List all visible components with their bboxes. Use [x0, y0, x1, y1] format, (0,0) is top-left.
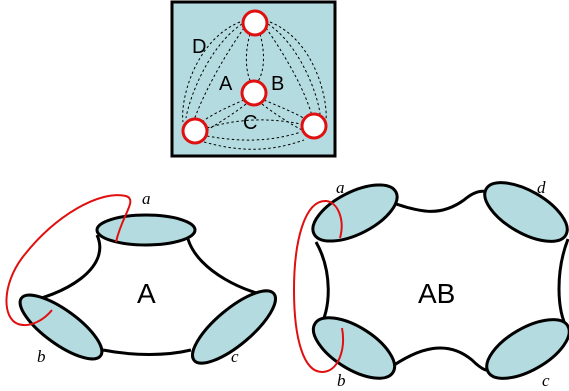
right-label-c: c	[542, 371, 550, 390]
left-surface: A a b c	[5, 189, 277, 366]
region-label-c: C	[243, 112, 257, 134]
right-boundary-bottom-left	[311, 316, 397, 380]
edge-top-left-2	[185, 23, 243, 119]
vertex-center	[240, 79, 268, 107]
vertex-bottom-right	[300, 112, 328, 140]
edge-top-right-2	[267, 23, 321, 115]
left-red-curve	[5, 194, 132, 326]
edge-top-center-2	[255, 33, 264, 85]
right-boundary-top-left	[311, 183, 399, 243]
edge-top-center-1	[245, 33, 253, 85]
right-surface: AB a d b c	[292, 178, 569, 390]
inset-vertices	[181, 9, 328, 145]
inset-dashed-edges	[182, 21, 327, 150]
edge-top-left-1	[193, 27, 245, 121]
right-red-curve	[292, 199, 344, 374]
left-boundary-right	[191, 289, 277, 365]
edge-bottom-2	[206, 131, 302, 141]
right-center-label: AB	[418, 278, 455, 309]
right-surface-body	[314, 189, 569, 373]
region-label-d: D	[192, 36, 206, 58]
inset-region-labels: D A B C	[192, 36, 284, 134]
region-label-b: B	[271, 73, 284, 95]
left-label-b: b	[37, 347, 46, 366]
edge-center-left-2	[203, 103, 247, 133]
edge-center-right-1	[263, 99, 307, 121]
right-label-b: b	[337, 371, 346, 390]
left-label-c: c	[231, 347, 239, 366]
edge-top-left-3	[182, 21, 241, 123]
edge-center-left-1	[199, 99, 245, 125]
edge-top-right-3	[269, 21, 327, 121]
region-label-a: A	[219, 73, 233, 95]
edge-bottom-3	[203, 139, 305, 150]
left-center-label: A	[137, 278, 156, 309]
vertex-bottom-left	[181, 117, 209, 145]
left-boundary-left	[18, 293, 104, 361]
right-label-a: a	[336, 178, 345, 197]
edge-top-right-1	[265, 27, 313, 117]
edge-bottom-1	[206, 119, 302, 129]
vertex-top	[241, 9, 269, 37]
right-label-d: d	[537, 178, 546, 197]
left-label-a: a	[142, 189, 151, 208]
right-boundary-top-right	[483, 181, 569, 243]
right-boundary-bottom-right	[485, 318, 569, 380]
left-boundary-top	[95, 213, 197, 247]
inset-panel: D A B C	[170, 0, 337, 158]
